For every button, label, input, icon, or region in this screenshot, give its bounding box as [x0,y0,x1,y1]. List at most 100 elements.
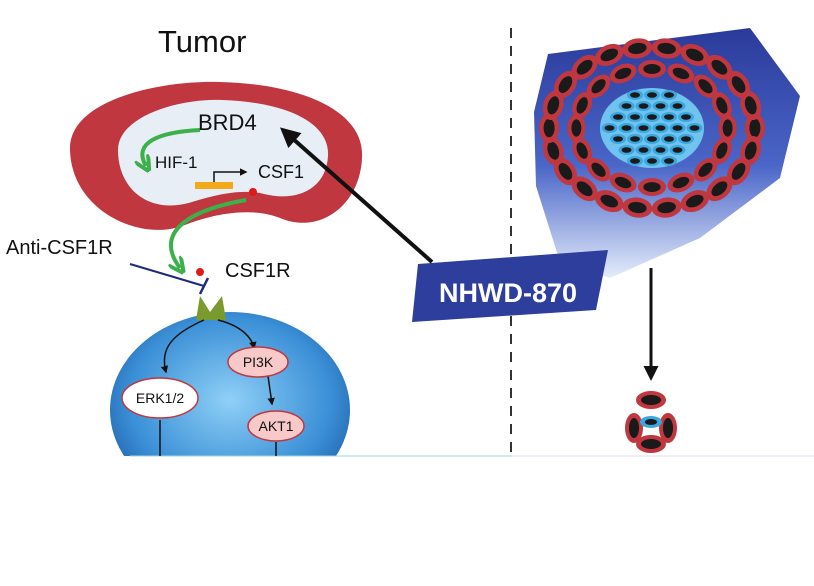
tumor-cell-outer [553,157,578,186]
gene-bar [195,182,233,189]
tumor-cluster-small [625,391,677,453]
receptor-to-erk-arrow [160,319,205,374]
tumor-cell-outer [594,190,624,213]
tumor-cell-core [618,123,635,133]
tumor-cell-outer [680,43,710,66]
pi3k-label: PI3K [243,354,274,370]
anti-csf1r-inhibitor [129,263,205,287]
tumor-cell-core [652,145,669,155]
tumor-cell-outer [740,135,762,166]
csf1r-label: CSF1R [225,260,291,282]
tumor-cell-core [627,134,643,144]
tumor-cell-outer [609,63,637,84]
tumor-cell-core [627,90,643,100]
anti-csf1r-label: Anti-CSF1R [6,237,113,259]
csf1-secretion-arrow [171,198,247,268]
tumor-cell-core [601,123,618,133]
tumor-cell-core [644,156,660,166]
erk-label: ERK1/2 [136,390,184,406]
tumor-cell-outer [667,63,695,84]
tumor-cell-core [644,134,660,144]
drug-label: NHWD-870 [439,278,577,308]
tumor-cell-outer [740,90,762,121]
drug-label-shape [412,250,608,322]
tumor-cell-core [661,134,677,144]
tumor-cell-core [678,112,694,122]
tumor-cell-outer [693,74,718,99]
tumor-cell [70,81,363,230]
tumor-cell-core [635,145,652,155]
tumor-cell-outer [726,70,751,99]
akt-node: AKT1 [247,410,305,442]
tumor-cell-outer [586,74,611,99]
tumor-cell-outer [711,92,732,119]
tumor-cell-core [635,101,652,111]
inhibitor-bar [198,277,210,295]
promoter-arrow [213,168,248,182]
csf1r-receptor [196,296,226,320]
tumor-cell-outer [718,114,737,142]
brd4-to-hif1-arrow [142,128,201,166]
tumor-cell-core [627,156,643,166]
receptor-to-pi3k-arrow [217,319,257,350]
tumor-cell-outer [609,172,637,193]
tumor-cell-outer [706,54,733,80]
tumor-cell-outer [571,176,598,202]
tumor-cell-outer [680,190,710,213]
tumor-cell-outer [726,157,751,186]
tumor-cell-core [669,101,686,111]
hif1-label: HIF-1 [155,153,198,172]
tumor-cell-outer [706,176,733,202]
tumor-cell-core [661,156,677,166]
tumor-cell-core [652,101,669,111]
tumor-cell-outer [572,137,593,164]
tumor-cell-outer [594,43,624,66]
tumor-cell-outer [567,114,586,142]
tumor-cell-core [686,123,703,133]
tumor-cell-core [644,112,660,122]
pi3k-to-akt-arrow [267,375,275,406]
tumor-cell-outer [638,59,666,78]
tumor-cell-outer [542,90,564,121]
pi3k-node: PI3K [227,346,289,378]
tumor-cell-core [678,134,694,144]
tumor-cell-core [669,145,686,155]
tumor-cell-outer [622,197,653,218]
tumor-cell-outer [711,137,732,164]
tumor-cell-core [661,90,677,100]
drug-to-brd4-arrow [280,127,434,264]
tumor-cell-core [669,123,686,133]
tumor-cluster-large [539,38,765,218]
tumor-cell-core [618,101,635,111]
tumor-cell-outer [651,197,682,218]
tumor-cell-outer [572,92,593,119]
tumor-cell-outer [744,113,765,143]
tumor-cell-outer [622,38,653,59]
tumor-cell-core [652,123,669,133]
tumor-cell-outer [667,172,695,193]
brd4-label: BRD4 [198,110,257,135]
tumor-cell-outer [586,157,611,182]
tumor-cell-outer [693,157,718,182]
tumor-cell-outer [651,38,682,59]
tumor-cell-core [661,112,677,122]
tumor-title: Tumor [158,24,246,59]
tumor-cell-outer [638,178,666,197]
tumor-cell-core [610,134,626,144]
akt-label: AKT1 [258,418,293,434]
tumor-cell-outer [539,113,560,143]
csf1-dot-outside [196,268,204,276]
csf1-dot-inside [249,188,257,196]
tumor-cell-outer [553,70,578,99]
erk-node: ERK1/2 [121,377,199,419]
tumor-cell-outer [571,54,598,80]
tumor-cell-core [644,90,660,100]
tumor-cell-core [610,112,626,122]
tumor-cell-outer [542,135,564,166]
tumor-cell-core [618,145,635,155]
csf1-label: CSF1 [258,162,304,182]
tumor-cell-core [635,123,652,133]
tumor-cell-core [627,112,643,122]
